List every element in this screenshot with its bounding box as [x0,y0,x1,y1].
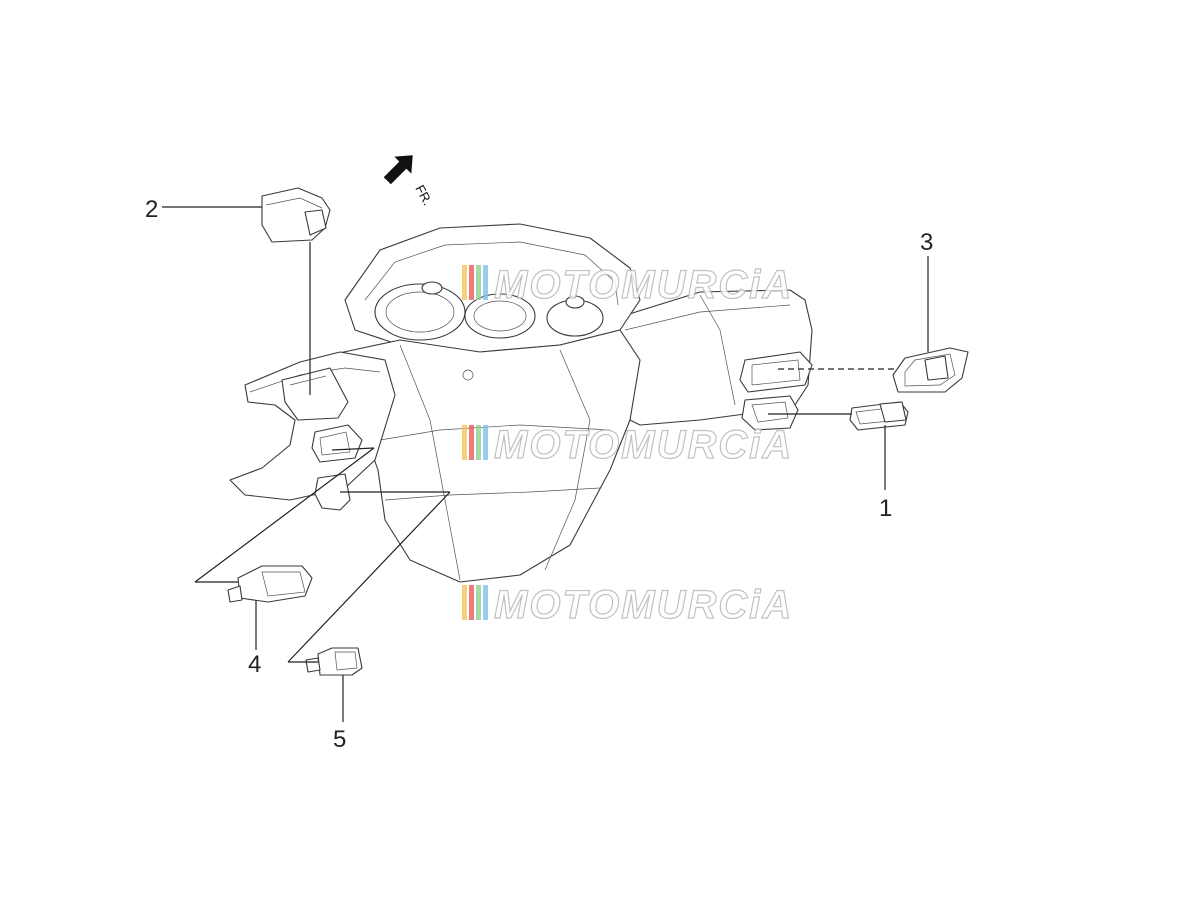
callout-5: 5 [333,726,346,753]
callout-1: 1 [879,495,892,522]
watermark-stripe [476,425,481,460]
front-direction-arrow-icon [383,155,413,185]
watermark-text: MOTOMURCiA [494,263,793,307]
watermark-stripe [462,425,467,460]
watermark-text: MOTOMURCiA [494,583,793,627]
watermark-stripe [469,265,474,300]
watermark-stripe [462,265,467,300]
part-2-switch[interactable] [261,187,331,243]
watermark-stripe [462,585,467,620]
watermark-stripe [469,585,474,620]
callout-labels: 1 2 3 4 5 [145,196,933,753]
watermark-stripe [469,425,474,460]
part-1-switch[interactable] [849,401,909,431]
callout-2: 2 [145,196,158,223]
watermark-stripe [476,265,481,300]
watermark-stripe [476,585,481,620]
part-3-switch[interactable] [892,347,969,393]
watermarks: MOTOMURCiA MOTOMURCiA MOTOMURCiA [462,262,793,628]
callout-3: 3 [920,229,933,256]
watermark-text: MOTOMURCiA [494,423,793,467]
watermark-logo: MOTOMURCiA [462,422,793,468]
front-direction-label: FR. [412,182,435,208]
watermark-stripe [483,425,488,460]
front-direction-indicator: FR. [383,155,435,208]
leader-lines [162,206,929,722]
part-4-switch[interactable] [227,565,313,603]
watermark-logo: MOTOMURCiA [462,262,793,308]
watermark-logo: MOTOMURCiA [462,582,793,628]
watermark-stripe [483,265,488,300]
watermark-stripe [483,585,488,620]
callout-4: 4 [248,651,261,678]
